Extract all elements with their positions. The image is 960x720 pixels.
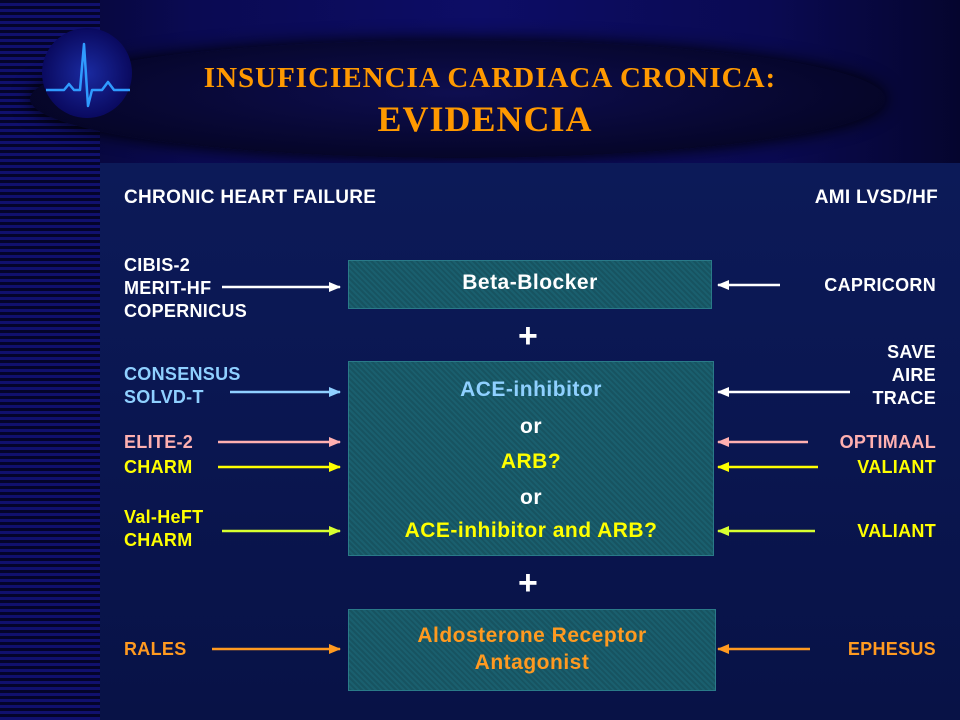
ace-and-arb-label: ACE-inhibitor and ARB?: [404, 519, 658, 542]
trial-rales: RALES: [124, 639, 187, 659]
trial-copernicus: COPERNICUS: [124, 301, 248, 321]
trial-solvd-t: SOLVD-T: [124, 387, 204, 407]
ace-inhibitor-label: ACE-inhibitor: [460, 378, 602, 401]
arb-label: ARB?: [500, 450, 562, 473]
plus-sign-1: +: [518, 317, 538, 355]
aldosterone-label-2: Antagonist: [474, 651, 590, 674]
evidence-diagram: CHRONIC HEART FAILURE AMI LVSD/HF Beta-B…: [100, 163, 960, 720]
trial-cibis2: CIBIS-2: [124, 255, 191, 275]
or-label-1: or: [520, 415, 542, 438]
beta-blocker-label: Beta-Blocker: [462, 271, 598, 294]
slide-subtitle: EVIDENCIA: [377, 99, 593, 139]
trial-aire: AIRE: [891, 365, 936, 385]
trial-valiant-2: VALIANT: [857, 521, 936, 541]
title-oval: [30, 40, 885, 158]
or-label-2: or: [520, 486, 542, 509]
trial-save: SAVE: [887, 342, 936, 362]
trial-consensus: CONSENSUS: [124, 364, 241, 384]
right-header: AMI LVSD/HF: [814, 187, 938, 208]
aldosterone-box: Aldosterone Receptor Antagonist: [348, 609, 716, 691]
trial-charm-1: CHARM: [124, 457, 193, 477]
plus-sign-2: +: [518, 564, 538, 602]
trial-trace: TRACE: [872, 388, 936, 408]
trial-elite2: ELITE-2: [124, 432, 194, 452]
slide-title: INSUFICIENCIA CARDIACA CRONICA:: [203, 62, 777, 94]
trial-optimaal: OPTIMAAL: [839, 432, 936, 452]
trial-charm-2: CHARM: [124, 530, 193, 550]
left-header: CHRONIC HEART FAILURE: [124, 187, 377, 208]
beta-blocker-box: Beta-Blocker: [348, 260, 712, 309]
trial-merit-hf: MERIT-HF: [124, 278, 212, 298]
trial-capricorn: CAPRICORN: [824, 275, 936, 295]
ace-arb-box: ACE-inhibitor or ARB? or ACE-inhibitor a…: [348, 361, 714, 556]
trial-valiant-1: VALIANT: [857, 457, 936, 477]
arrows-layer: [212, 280, 850, 654]
trial-ephesus: EPHESUS: [847, 639, 936, 659]
aldosterone-label-1: Aldosterone Receptor: [417, 624, 647, 647]
ekg-icon: [46, 42, 130, 108]
trial-val-heft: Val-HeFT: [124, 507, 204, 527]
